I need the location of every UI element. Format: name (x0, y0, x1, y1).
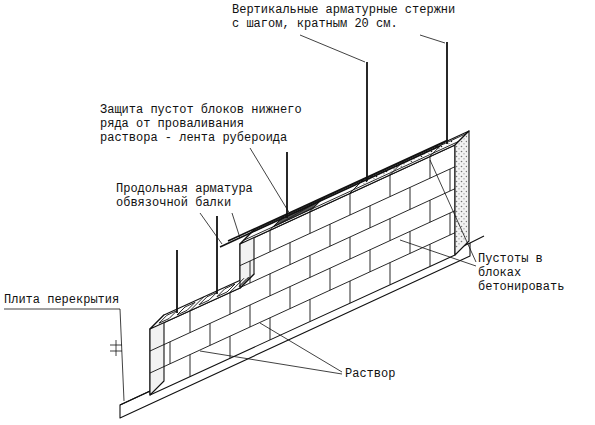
joint-line (310, 211, 311, 233)
callout-label: Продольная арматура обвязочной балки (116, 182, 260, 210)
callout-label: Пустоты в блоках бетонировать (478, 252, 568, 294)
joint-line (410, 231, 411, 253)
joint-line (370, 250, 371, 272)
joint-line (270, 230, 271, 252)
joint-line (190, 311, 191, 333)
joint-line (150, 233, 455, 373)
block-cell (177, 302, 195, 315)
joint-line (390, 263, 391, 285)
joint-line (243, 142, 458, 241)
joint-line (350, 237, 351, 259)
longitudinal-rebar (220, 140, 448, 247)
joint-line (290, 287, 291, 309)
joint-line (390, 175, 391, 197)
joint-line (230, 336, 231, 358)
joint-line (230, 292, 231, 314)
leader-lines (4, 35, 476, 401)
joint-line (370, 206, 371, 228)
joint-line (430, 244, 431, 266)
block-cell (239, 278, 249, 287)
joint-line (350, 193, 351, 215)
joint-line (210, 323, 211, 345)
joint-line (170, 342, 171, 364)
callout-label: Вертикальные арматурные стержни с шагом,… (232, 3, 462, 31)
joint-line (330, 224, 331, 246)
joint-line (250, 261, 251, 283)
vertical-rebar (177, 42, 447, 313)
joint-line (310, 299, 311, 321)
joint-line (190, 355, 191, 377)
joint-line (410, 187, 411, 209)
joint-line (430, 200, 431, 222)
joint-line (150, 211, 455, 351)
joint-line (250, 305, 251, 327)
callout-label: Защита пустот блоков нижнего ряда от про… (100, 103, 305, 145)
joint-line (240, 189, 455, 288)
block-joints (150, 134, 466, 377)
block-cell (159, 311, 177, 324)
joint-line (290, 243, 291, 265)
block-cell (199, 292, 217, 305)
joint-line (330, 268, 331, 290)
block-wall (150, 131, 469, 395)
joint-line (450, 213, 451, 235)
joint-line (270, 274, 271, 296)
joint-line (310, 255, 311, 277)
block-cell (217, 284, 235, 297)
joint-line (450, 169, 451, 191)
joint-line (390, 219, 391, 241)
joint-line (350, 281, 351, 303)
joint-line (240, 167, 455, 266)
joint-line (430, 156, 431, 178)
callout-label: Плита перекрытия (4, 293, 126, 307)
callout-label: Раствор (345, 367, 403, 381)
